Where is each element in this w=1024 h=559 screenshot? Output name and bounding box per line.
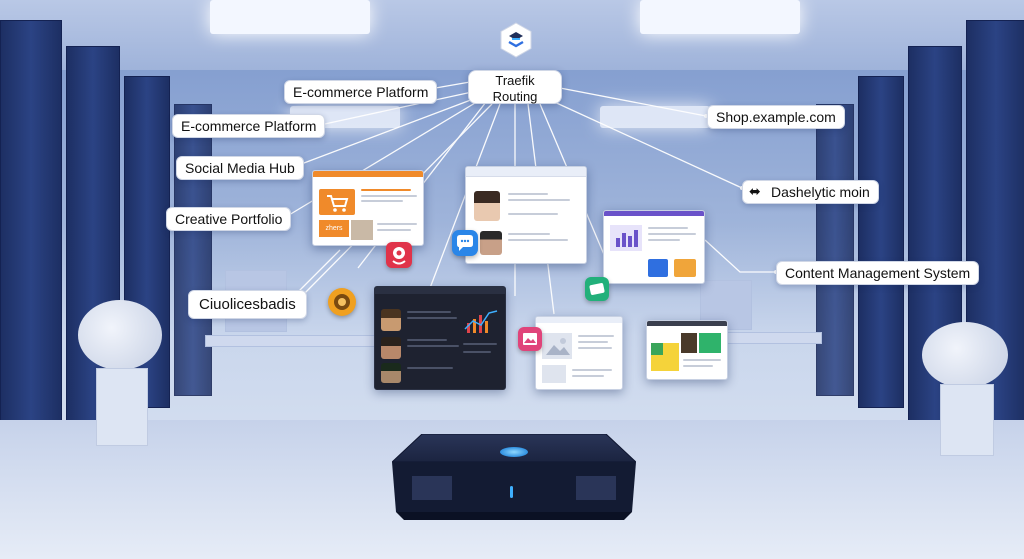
tile bbox=[681, 333, 697, 353]
label-dashelytic[interactable]: ⬌ Dashelytic moin bbox=[742, 180, 879, 204]
chat-bubble-icon[interactable] bbox=[452, 230, 478, 256]
text-line bbox=[407, 339, 447, 341]
text-line bbox=[407, 311, 451, 313]
shop-badge: zhers bbox=[319, 220, 349, 237]
avatar bbox=[474, 191, 500, 221]
text-line bbox=[648, 239, 680, 241]
text-line bbox=[683, 359, 721, 361]
text-line bbox=[407, 317, 457, 319]
label-social-media-hub[interactable]: Social Media Hub bbox=[176, 156, 304, 180]
text-line bbox=[648, 233, 696, 235]
panel-header bbox=[375, 287, 505, 294]
label-cms[interactable]: Content Management System bbox=[776, 261, 980, 285]
text-line bbox=[361, 195, 417, 197]
plant-pot bbox=[940, 384, 994, 456]
tile bbox=[648, 259, 668, 277]
panel-header bbox=[466, 167, 586, 177]
text-line bbox=[508, 193, 548, 195]
plant bbox=[78, 300, 162, 370]
trend-chart-icon bbox=[464, 310, 498, 333]
label-creative-portfolio[interactable]: Creative Portfolio bbox=[166, 207, 292, 231]
ceiling-light bbox=[640, 0, 800, 34]
bar-chart-icon bbox=[610, 225, 642, 251]
hub-title: Traefik bbox=[495, 73, 535, 88]
label-ecommerce-platform-2[interactable]: E-commerce Platform bbox=[172, 114, 326, 138]
traefik-routing-hub[interactable]: Traefik Routing bbox=[468, 70, 562, 104]
blog-panel[interactable] bbox=[535, 316, 623, 390]
avatar bbox=[381, 337, 401, 359]
avatar bbox=[381, 363, 401, 383]
analytics-panel[interactable] bbox=[603, 210, 705, 284]
text-line bbox=[508, 199, 570, 201]
plant-pot bbox=[96, 368, 148, 446]
text-line bbox=[578, 341, 608, 343]
avatar bbox=[381, 309, 401, 331]
panel-header bbox=[536, 317, 622, 323]
text-line bbox=[572, 369, 612, 371]
product-thumb bbox=[351, 220, 373, 240]
text-line bbox=[377, 223, 417, 225]
plant bbox=[922, 322, 1008, 388]
tile bbox=[651, 343, 663, 355]
label-ecommerce-platform[interactable]: E-commerce Platform bbox=[284, 80, 438, 104]
hub-subtitle: Routing bbox=[492, 89, 538, 104]
tile bbox=[674, 259, 696, 277]
image-app-icon[interactable] bbox=[518, 327, 542, 351]
router-device[interactable] bbox=[392, 434, 636, 520]
tile bbox=[699, 333, 721, 353]
label-cloud[interactable]: Ciuolicesbadis bbox=[188, 290, 307, 319]
text-line bbox=[508, 233, 550, 235]
label-dashelytic-text: Dashelytic moin bbox=[771, 184, 870, 200]
text-line bbox=[377, 229, 411, 231]
text-line bbox=[463, 343, 497, 345]
social-profile-panel[interactable] bbox=[465, 166, 587, 264]
panel-header bbox=[313, 171, 423, 177]
text-line bbox=[508, 213, 558, 215]
text-line bbox=[683, 365, 713, 367]
map-pin-icon[interactable] bbox=[386, 242, 412, 268]
text-line bbox=[463, 351, 491, 353]
image-placeholder bbox=[542, 365, 566, 383]
text-line bbox=[361, 200, 403, 202]
ecommerce-panel[interactable]: zhers bbox=[312, 170, 424, 246]
text-line bbox=[508, 239, 568, 241]
text-line bbox=[407, 367, 453, 369]
server-rack bbox=[816, 104, 854, 396]
text-line bbox=[572, 375, 604, 377]
double-arrow-icon: ⬌ bbox=[749, 183, 761, 199]
label-shop-domain[interactable]: Shop.example.com bbox=[707, 105, 845, 129]
panel-header bbox=[647, 321, 727, 326]
text-line bbox=[648, 227, 688, 229]
cart-icon bbox=[319, 189, 355, 215]
server-rack bbox=[858, 76, 904, 408]
server-rack bbox=[174, 104, 212, 396]
avatar bbox=[480, 231, 502, 255]
orange-app-icon[interactable] bbox=[328, 288, 356, 316]
text-line bbox=[407, 345, 459, 347]
dark-dashboard-panel[interactable] bbox=[374, 286, 506, 390]
traefik-logo-icon bbox=[500, 22, 532, 58]
text-line bbox=[578, 347, 612, 349]
panel-header bbox=[604, 211, 704, 216]
ceiling-light bbox=[210, 0, 370, 34]
creative-panel[interactable] bbox=[646, 320, 728, 380]
server-rack bbox=[0, 20, 62, 452]
card-app-icon[interactable] bbox=[585, 277, 609, 301]
text-line bbox=[578, 335, 614, 337]
text-line bbox=[361, 189, 411, 191]
image-placeholder-icon bbox=[542, 333, 572, 359]
